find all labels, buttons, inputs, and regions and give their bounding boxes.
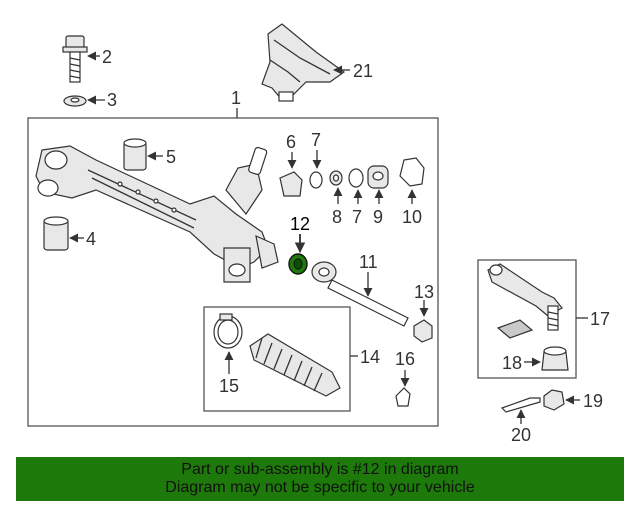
part-16-clip [395, 370, 411, 407]
part-10-cover [399, 157, 425, 204]
callout-18: 18 [502, 353, 522, 373]
callout-19: 19 [583, 391, 603, 411]
banner-line-1: Part or sub-assembly is #12 in diagram [181, 461, 459, 478]
part-15-clamp [213, 313, 243, 374]
part-9-bearing [367, 165, 389, 204]
callout-5: 5 [166, 147, 176, 167]
part-4-bushing [43, 216, 84, 251]
callout-15: 15 [219, 376, 239, 396]
banner-line-2: Diagram may not be specific to your vehi… [165, 479, 475, 496]
part-11-inner-tie-rod [311, 261, 409, 327]
callout-10: 10 [402, 207, 422, 227]
callout-1: 1 [231, 88, 241, 108]
main-assembly-frame [27, 117, 439, 427]
part-7-oring-upper [309, 150, 323, 189]
info-banner: Part or sub-assembly is #12 in diagram D… [16, 457, 624, 501]
callout-7-upper: 7 [311, 130, 321, 150]
callout-8: 8 [332, 207, 342, 227]
part-3-washer [63, 95, 105, 107]
part-2-bolt [62, 35, 100, 83]
callout-21: 21 [353, 61, 373, 81]
part-6-valve-housing [279, 152, 303, 197]
callout-6: 6 [286, 132, 296, 152]
boot-kit-frame [203, 306, 351, 412]
callout-3: 3 [107, 90, 117, 110]
part-18-dust-boot [524, 346, 569, 371]
callout-17: 17 [590, 309, 610, 329]
callout-20: 20 [511, 425, 531, 445]
part-12-seal-highlighted [288, 234, 308, 275]
callout-2: 2 [102, 47, 112, 67]
part-17-tie-rod-end [487, 263, 588, 339]
callout-4: 4 [86, 229, 96, 249]
part-21-heat-shield [261, 23, 350, 102]
part-19-nut [543, 389, 580, 411]
part-14-boot [249, 333, 358, 397]
callout-11: 11 [359, 252, 378, 272]
callout-9: 9 [373, 207, 383, 227]
callout-16: 16 [395, 349, 415, 369]
callout-12: 12 [290, 214, 310, 234]
steering-rack-housing [35, 145, 279, 283]
callout-7-lower: 7 [352, 207, 362, 227]
tie-rod-end-frame [477, 259, 577, 379]
part-7-oring-lower [348, 168, 364, 204]
part-20-cotter-pin [500, 397, 541, 424]
callout-14: 14 [360, 347, 380, 367]
part-13-nut [413, 300, 433, 343]
part-5-bushing [123, 138, 163, 171]
callout-13: 13 [414, 282, 434, 302]
part-8-seal [329, 170, 343, 204]
